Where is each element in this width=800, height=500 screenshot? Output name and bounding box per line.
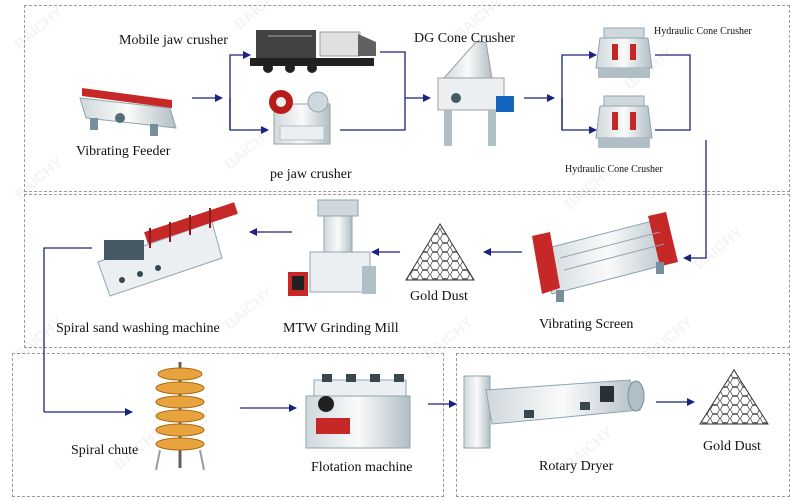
vibrating-screen-label: Vibrating Screen <box>539 317 634 332</box>
rotary-dryer-label: Rotary Dryer <box>539 459 614 474</box>
mobile-jaw-crusher-image <box>250 30 376 73</box>
vibrating-screen-image <box>532 212 678 302</box>
gold-dust-end-label: Gold Dust <box>703 439 761 454</box>
flotation-machine-image <box>305 374 411 449</box>
mtw-grinding-mill-label: MTW Grinding Mill <box>283 321 399 336</box>
connector-washer-down <box>43 247 92 412</box>
grinding-stage-frame <box>24 194 790 348</box>
hydraulic-cone-crusher-bottom-image <box>595 95 653 148</box>
crushing-stage-frame <box>24 5 790 192</box>
spiral-sand-washing-machine-image <box>97 202 238 297</box>
arrow-to-hydraulic-cone-bottom <box>561 98 597 134</box>
spiral-chute-label: Spiral chute <box>71 443 139 458</box>
hydraulic-cone-crusher-top-label: Hydraulic Cone Crusher <box>654 26 752 37</box>
arrow-to-pe-jaw <box>229 98 269 134</box>
rotary-dryer-image <box>463 375 645 449</box>
spiral-chute-image <box>155 362 205 471</box>
connector-crushers-merge <box>340 51 406 131</box>
flotation-machine-label: Flotation machine <box>311 460 413 475</box>
vibrating-feeder-label: Vibrating Feeder <box>76 144 171 159</box>
pe-jaw-crusher-label: pe jaw crusher <box>270 167 352 182</box>
dg-cone-crusher-image <box>437 41 514 146</box>
pe-jaw-crusher-image <box>269 90 331 145</box>
gold-dust-pile-end <box>699 369 769 425</box>
arrow-to-vibrating-screen <box>683 140 707 262</box>
hydraulic-cone-crusher-top-image <box>595 27 653 78</box>
hydraulic-cone-crusher-bottom-label: Hydraulic Cone Crusher <box>565 164 663 175</box>
vibrating-feeder-image <box>79 88 177 136</box>
gold-dust-pile-mid <box>405 223 475 281</box>
mobile-jaw-crusher-label: Mobile jaw crusher <box>119 33 228 48</box>
drying-stage-frame <box>456 353 790 497</box>
separation-stage-frame <box>12 353 444 497</box>
gold-dust-mid-label: Gold Dust <box>410 289 468 304</box>
dg-cone-crusher-label: DG Cone Crusher <box>414 31 516 46</box>
connector-cones-merge <box>655 54 691 131</box>
spiral-sand-washing-machine-label: Spiral sand washing machine <box>56 321 220 336</box>
flow-connectors <box>43 51 707 416</box>
arrow-to-hydraulic-cone-top <box>561 51 597 130</box>
arrow-to-mobile-jaw <box>229 51 251 130</box>
mtw-grinding-mill-image <box>288 199 376 296</box>
